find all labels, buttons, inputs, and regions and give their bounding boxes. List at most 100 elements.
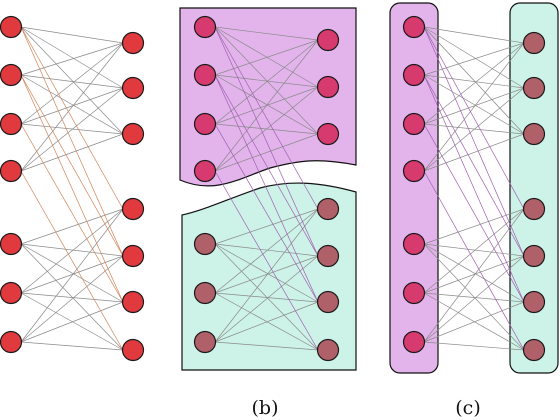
panel-b-output-node: [316, 290, 340, 314]
cross-edge-c: [423, 74, 525, 303]
cross-edge-b: [214, 170, 319, 351]
panel-a-output-node: [121, 31, 145, 55]
cross-edge-c: [423, 74, 525, 257]
edge-c: [423, 341, 525, 351]
panel-b-input-node: [193, 281, 217, 305]
edge-a: [20, 292, 124, 303]
panel-c-input-node: [402, 281, 426, 305]
panel-b-top-group-region: [179, 7, 357, 187]
panel-c-output-node: [522, 76, 546, 100]
panel-a-input-node: [0, 281, 23, 305]
cross-edge-c: [423, 26, 525, 210]
edge-c: [423, 208, 525, 294]
edge-a: [20, 341, 124, 351]
edge-b: [214, 243, 319, 303]
panel-b-output-node: [316, 197, 340, 221]
edge-b: [214, 208, 319, 294]
edge-a: [20, 133, 124, 172]
caption-c: (c): [455, 397, 480, 419]
edge-c: [423, 292, 525, 303]
panel-a-output-node: [121, 290, 145, 314]
cross-edge-a: [20, 26, 124, 257]
edge-c: [423, 42, 525, 76]
edge-b: [214, 39, 319, 172]
edge-c: [423, 208, 525, 343]
panel-a-input-node: [0, 159, 23, 183]
panel-b-bottom-group-region: [181, 182, 357, 371]
panel-b-input-node: [193, 159, 217, 183]
caption-b: (b): [252, 397, 279, 419]
edge-b: [214, 74, 319, 135]
cross-edge-a: [20, 170, 124, 351]
edge-a: [20, 87, 124, 125]
panel-b-regions: [179, 7, 357, 371]
panel-a-output-node: [121, 122, 145, 146]
edge-a: [20, 243, 124, 303]
edge-b: [214, 39, 319, 76]
edge-b: [214, 301, 319, 343]
edge-b: [214, 39, 319, 125]
edge-a: [20, 87, 124, 172]
cross-edge-a: [20, 74, 124, 257]
edge-a: [20, 42, 124, 76]
panel-a-output-node: [121, 76, 145, 100]
panel-c-output-node: [522, 338, 546, 362]
panel-b-output-node: [316, 244, 340, 268]
edge-a: [20, 74, 124, 89]
panel-b-input-node: [193, 112, 217, 136]
cross-edge-c: [423, 26, 525, 257]
panel-b-output-node: [316, 122, 340, 146]
edge-b: [214, 26, 319, 88]
edge-c: [423, 87, 525, 125]
edge-b: [214, 26, 319, 41]
panel-c-output-node: [522, 197, 546, 221]
edge-c: [423, 74, 525, 89]
edge-a: [20, 255, 124, 294]
panel-b-input-node: [193, 330, 217, 354]
panel-c-output-node: [522, 122, 546, 146]
cross-edge-b: [214, 26, 319, 257]
edge-c: [423, 123, 525, 135]
edge-b: [214, 243, 319, 351]
edge-b: [214, 255, 319, 343]
panel-c-input-node: [402, 15, 426, 39]
cross-edge-a: [20, 26, 124, 210]
edge-a: [20, 26, 124, 89]
panel-b-input-node: [193, 232, 217, 256]
edge-a: [20, 243, 124, 351]
edge-c: [423, 87, 525, 172]
panel-c-regions: [389, 2, 559, 374]
edge-b: [214, 26, 319, 135]
edge-c: [423, 42, 525, 125]
edge-c: [423, 292, 525, 351]
edge-b: [214, 86, 319, 172]
panel-c-output-node: [522, 244, 546, 268]
cross-edge-b: [214, 26, 319, 210]
cross-edge-b: [214, 74, 319, 303]
panel-c-input-node: [402, 112, 426, 136]
edge-c: [423, 301, 525, 343]
panel-c-output-node: [522, 31, 546, 55]
panel-c-output-column-region: [509, 2, 559, 374]
cross-edge-c: [423, 123, 525, 303]
edge-b: [214, 341, 319, 351]
panel-c-input-column-region: [389, 2, 439, 374]
edge-c: [423, 26, 525, 44]
edge-a: [20, 255, 124, 343]
edge-a: [20, 74, 124, 135]
edge-c: [423, 26, 525, 135]
edge-b: [214, 208, 319, 245]
edge-a: [20, 26, 124, 135]
edge-c: [423, 26, 525, 89]
edge-b: [214, 208, 319, 343]
edge-b: [214, 292, 319, 303]
edge-a: [20, 301, 124, 343]
edge-c: [423, 208, 525, 245]
panel-b-output-node: [316, 28, 340, 52]
edge-a: [20, 26, 124, 44]
edge-c: [423, 255, 525, 294]
cross-edge-a: [20, 123, 124, 303]
edge-c: [423, 243, 525, 303]
panel-c-input-node: [402, 330, 426, 354]
